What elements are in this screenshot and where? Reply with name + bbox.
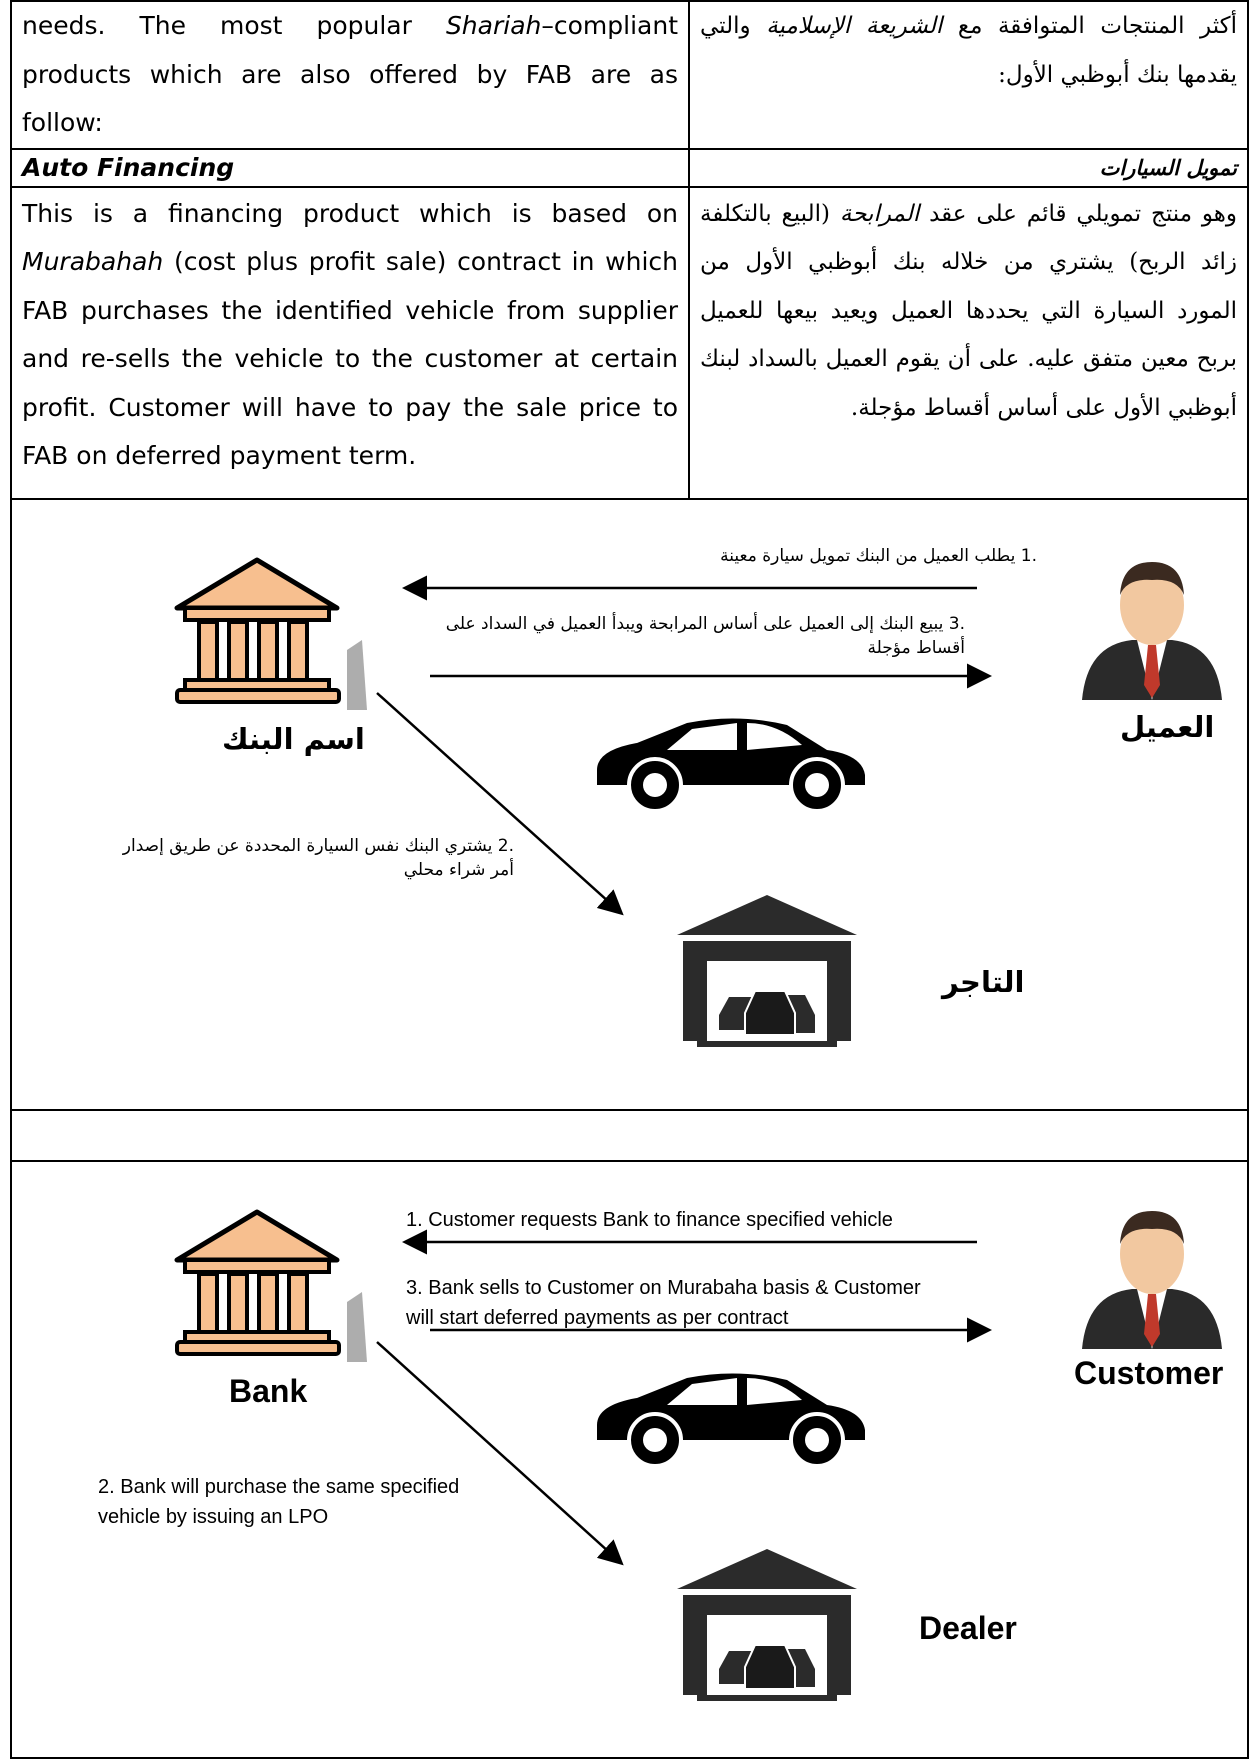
car-icon [597,1372,865,1468]
intro-english: needs. The most popular Shariah–complian… [10,0,690,150]
bank-label: Bank [229,1372,308,1409]
customer-label: Customer [1074,1354,1224,1391]
intro-arabic: أكثر المنتجات المتوافقة مع الشريعة الإسل… [688,0,1249,150]
english-diagram-graphics [174,1209,1222,1701]
dealer-label: Dealer [919,1609,1017,1646]
car-icon [597,717,865,813]
bank-building-icon [174,1209,367,1362]
empty-separator-row [10,1108,1249,1162]
dealer-label: التاجر [942,964,1025,999]
english-diagram-cell: 1. Customer requests Bank to finance spe… [10,1159,1249,1759]
step2-label-line2: vehicle by issuing an LPO [98,1505,329,1528]
bilingual-table: needs. The most popular Shariah–complian… [10,0,1249,1759]
arrow-step2 [376,1340,624,1565]
arrow-step2 [376,691,624,915]
customer-label: العميل [1120,709,1215,744]
section-body-arabic: وهو منتج تمويلي قائم على عقد المرابحة (ا… [688,185,1249,500]
car-dealer-garage-icon [677,894,857,1047]
english-diagram: 1. Customer requests Bank to finance spe… [22,1162,1237,1757]
step2-label-line1: .2 يشتري البنك نفس السيارة المحددة عن طر… [122,835,514,856]
businessman-avatar-icon [1082,1210,1222,1349]
section-title-arabic: تمويل السيارات [688,147,1249,188]
arabic-diagram-cell: .1 يطلب العميل من البنك تمويل سيارة معين… [10,497,1249,1111]
document-page: needs. The most popular Shariah–complian… [10,0,1249,1759]
car-dealer-garage-icon [677,1548,857,1701]
step3-label-line1: 3. Bank sells to Customer on Murabaha ba… [406,1276,921,1299]
section-body-english: This is a financing product which is bas… [10,185,690,500]
section-title-english: Auto Financing [10,147,690,188]
bank-building-icon [174,557,367,710]
bank-label: اسم البنك [222,721,365,756]
businessman-avatar-icon [1082,561,1222,700]
step3-label-line2: will start deferred payments as per cont… [406,1306,789,1329]
step3-label-line1: .3 يبيع البنك إلى العميل على أساس المراب… [445,613,965,634]
step1-label: .1 يطلب العميل من البنك تمويل سيارة معين… [720,545,1037,566]
arabic-diagram: .1 يطلب العميل من البنك تمويل سيارة معين… [22,500,1237,1109]
step2-label-line2: أمر شراء محلي [403,859,514,880]
step1-label: 1. Customer requests Bank to finance spe… [406,1208,893,1231]
arabic-diagram-graphics [174,557,1222,1047]
step3-label-line2: أقساط مؤجلة [867,637,965,658]
step2-label-line1: 2. Bank will purchase the same specified [98,1475,460,1498]
